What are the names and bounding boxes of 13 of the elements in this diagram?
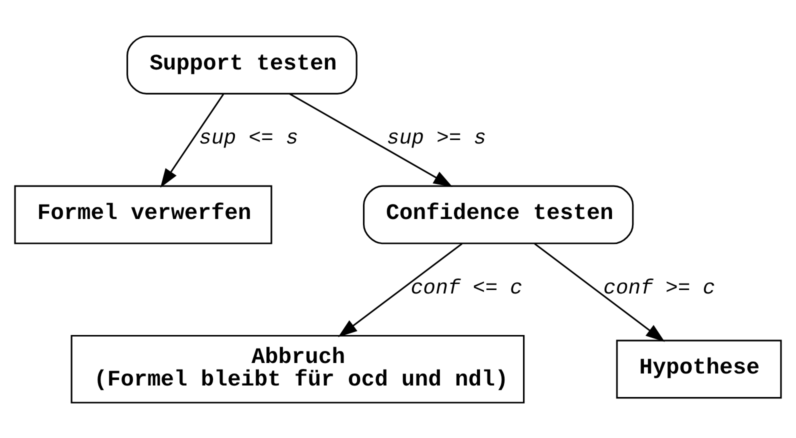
node-box: Abbruch (Formel bleibt für ocd und ndl) <box>70 334 525 403</box>
arrow <box>160 93 224 188</box>
edge-label: conf <= c <box>410 276 522 300</box>
edge-label: conf >= c <box>603 276 716 300</box>
node-box: Formel verwerfen <box>14 184 272 244</box>
arrow <box>338 242 462 337</box>
node-box: Confidence testen <box>362 184 634 244</box>
arrow <box>289 92 453 187</box>
edge-label: sup >= s <box>386 127 486 150</box>
node-box: Hypothese <box>616 339 782 398</box>
node-box: Support testen <box>126 35 358 94</box>
arrow <box>534 242 665 342</box>
edge-label: sup <= s <box>198 127 298 150</box>
